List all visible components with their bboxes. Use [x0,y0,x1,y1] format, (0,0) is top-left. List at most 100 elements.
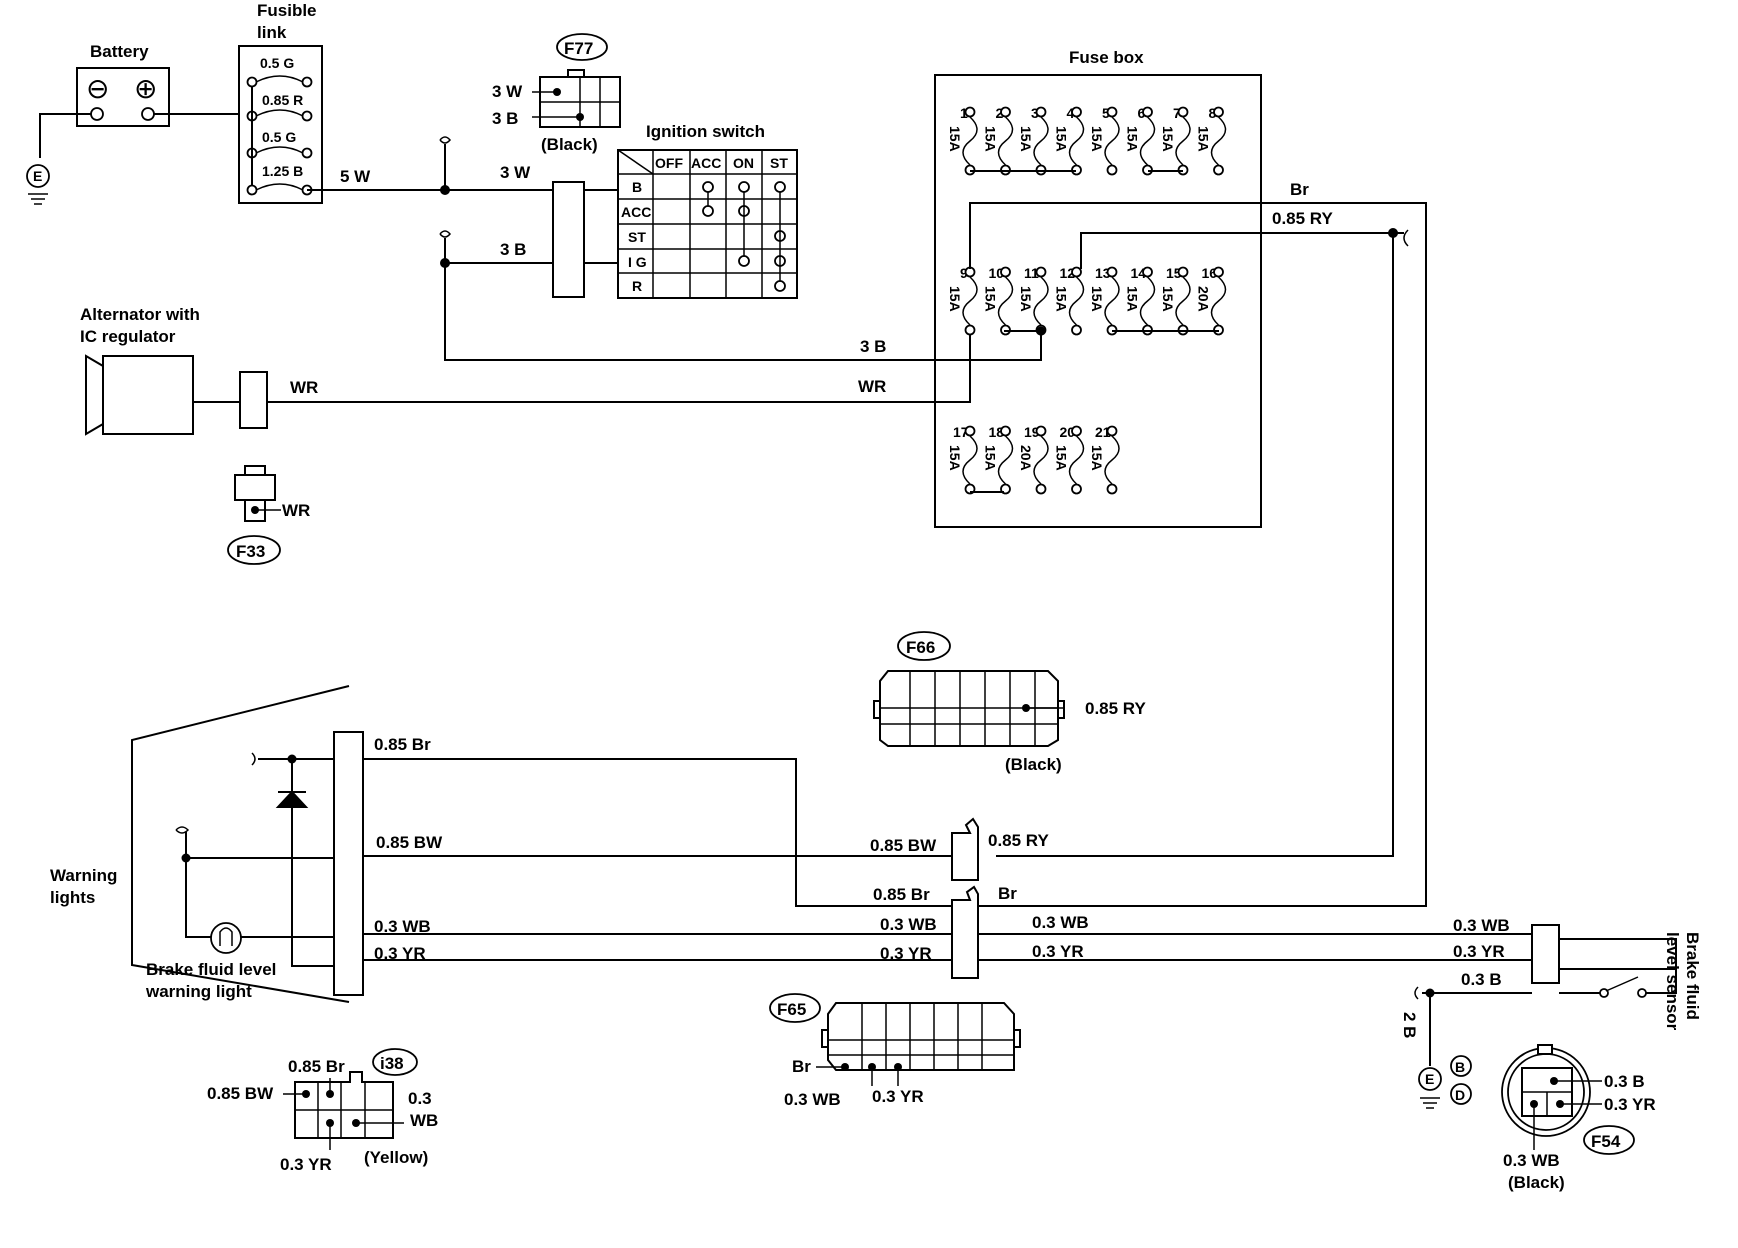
fuse-number-5: 5 [1102,105,1110,121]
fuse-number-13: 13 [1095,265,1111,281]
sensor-yr: 0.3 YR [1453,942,1505,961]
fuse-number-7: 7 [1173,105,1181,121]
fuse-terminal-top [1000,106,1011,118]
sensor-ground-letter: E [1425,1071,1434,1087]
fuse-terminal-top [1177,106,1189,118]
fuse-terminal-top [1142,106,1153,118]
fuse-number-11: 11 [1024,265,1039,281]
f77-pin-3w: 3 W [492,82,523,101]
f77-pin-3b: 3 B [492,109,518,128]
fuse-element [1104,116,1120,166]
fuse-element [962,435,978,485]
battery-label: Battery [90,42,149,61]
fuse-rating-7: 15A [1160,126,1176,152]
fuse-number-17: 17 [953,424,969,440]
fuse-element [1139,116,1156,166]
wire-label-ry-mid: 0.85 RY [988,831,1049,850]
sensor-wb: 0.3 WB [1453,916,1510,935]
fuse-box: Fuse box 115A215A315A415A515A615A715A815… [934,48,1262,528]
ign-row-ig: I G [628,254,647,270]
fuse-rating-12: 15A [1054,286,1070,312]
f54-code: F54 [1591,1132,1621,1151]
fuse-terminal-top [1106,425,1118,437]
fuse-rating-1: 15A [947,126,963,152]
fusible-link-entry-1: 0.5 G [260,55,294,71]
fuse-terminal-bottom [1106,483,1118,495]
battery-ground-symbol: E [26,164,50,205]
sensor-label-1: Brake fluid [1683,932,1702,1020]
ground-code-d: D [1455,1087,1465,1103]
fuse-rating-10: 15A [983,286,999,312]
fuse-rating-15: 15A [1160,286,1176,312]
fuse-box-label: Fuse box [1069,48,1144,67]
ign-col-st: ST [770,155,788,171]
wire-label-085br: 0.85 Br [374,735,431,754]
f65-pin-br: Br [792,1057,811,1076]
fuse-element [962,116,978,166]
wire-label-3w: 3 W [500,163,531,182]
fuse-element [1033,435,1049,485]
fuse-number-1: 1 [960,105,968,121]
fuse-element [997,276,1014,326]
fuse-terminal-top [1071,425,1082,437]
ground-letter: E [33,168,42,184]
wire-label-wr-right: WR [858,377,886,396]
wire-label-br-right: Br [998,884,1017,903]
fuse-terminal-top [1071,266,1082,278]
i38-code: i38 [380,1054,404,1073]
lamp-label-2: warning light [145,982,252,1001]
fuse-element [1139,276,1156,326]
wire-label-wb-right: 0.3 WB [1032,913,1089,932]
fuse-rating-16: 20A [1196,286,1212,312]
f65-pin-03yr: 0.3 YR [872,1087,924,1106]
f77-connector: F77 3 W 3 B (Black) [492,33,621,154]
fuse-terminal-bottom [1071,324,1082,336]
fuse-number-8: 8 [1209,105,1217,121]
fuse-terminal-bottom [1035,483,1047,495]
warning-lights-label-1: Warning [50,866,117,885]
fuse-terminal-bottom [1213,164,1224,176]
fuse-rating-21: 15A [1089,445,1105,471]
f65-connector: F65 Br 0.3 WB 0.3 YR [769,993,1021,1109]
i38-pin-085bw: 0.85 BW [207,1084,274,1103]
fuse-rating-3: 15A [1018,126,1034,152]
wire-label-wb-mid: 0.3 WB [880,915,937,934]
ignition-switch: Ignition switch OFF ACC ON ST B ACC ST I… [617,122,798,299]
fuse-rating-4: 15A [1054,126,1070,152]
fuse-element [1210,116,1227,166]
f65-code: F65 [777,1000,806,1019]
wire-label-br-top: Br [1290,180,1309,199]
ign-row-acc: ACC [621,204,651,220]
wire-label-2b: 2 B [1400,1012,1419,1038]
fuse-number-2: 2 [996,105,1004,121]
fuse-rating-18: 15A [983,445,999,471]
f66-color: (Black) [1005,755,1062,774]
fuse-terminal-bottom [1071,483,1082,495]
f54-pin-03yr: 0.3 YR [1604,1095,1656,1114]
fuse-terminal-top [1213,266,1224,278]
ignition-switch-label: Ignition switch [646,122,765,141]
fuse-rating-17: 15A [947,445,963,471]
fuse-terminal-top [1071,106,1082,118]
fusible-link-entry-4: 1.25 B [262,163,303,179]
fuse-number-6: 6 [1138,105,1146,121]
fuse-element [1033,116,1049,166]
fuse-number-14: 14 [1131,265,1147,281]
alternator: Alternator with IC regulator [80,305,971,436]
f54-pin-03b: 0.3 B [1604,1072,1645,1091]
wire-label-03wb: 0.3 WB [374,917,431,936]
f54-color: (Black) [1508,1173,1565,1192]
warning-lights-label-2: lights [50,888,95,907]
f65-pin-03wb: 0.3 WB [784,1090,841,1109]
fuse-element [997,116,1014,166]
wire-label-5w: 5 W [340,167,371,186]
ign-row-r: R [632,278,642,294]
lamp-label-1: Brake fluid level [146,960,276,979]
wire-label-ry-top: 0.85 RY [1272,209,1333,228]
f33-connector: WR F33 [227,465,310,565]
i38-connector: i38 0.85 Br 0.85 BW 0.3 WB 0.3 YR (Yello… [207,1048,438,1174]
fusible-link-label-2: link [257,23,287,42]
fuse-element [1068,116,1085,166]
